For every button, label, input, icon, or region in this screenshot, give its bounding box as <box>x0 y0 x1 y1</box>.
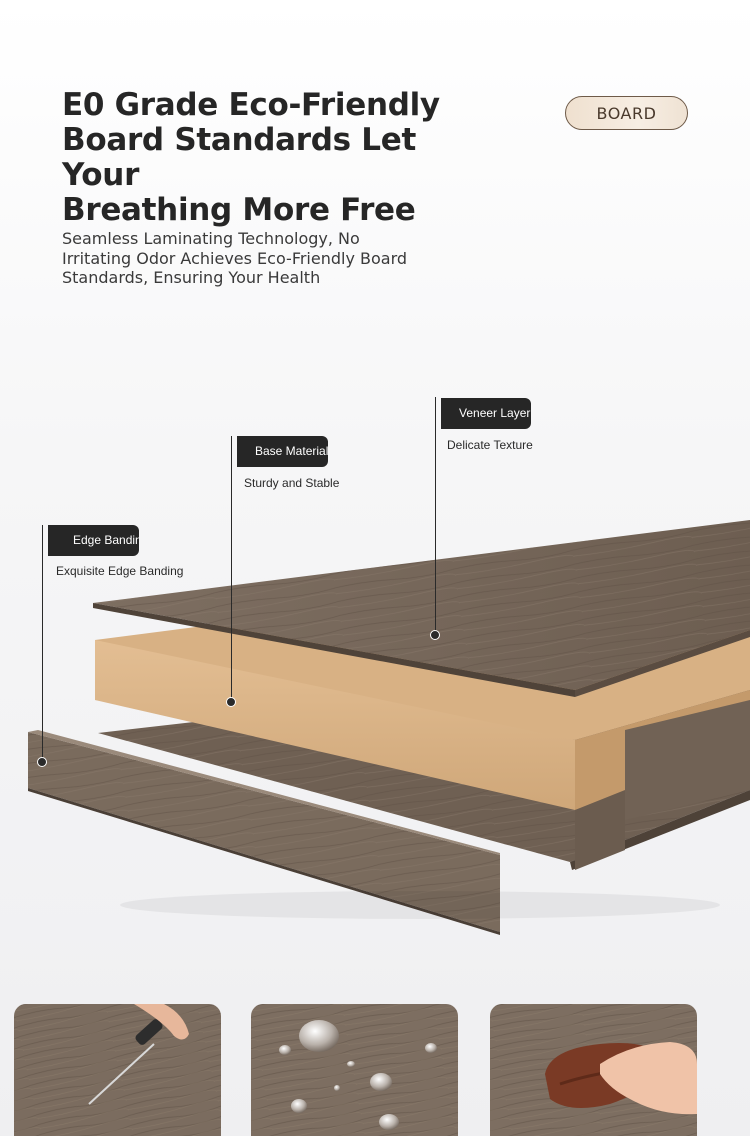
headline-line: Breathing More Free <box>62 192 416 228</box>
scratch-resistant-tile <box>14 1004 221 1136</box>
scratch-resistant-icon <box>14 1004 221 1136</box>
edge-banding-label: Edge Bandin <box>48 525 139 556</box>
easy-clean-tile <box>490 1004 697 1136</box>
exploded-board-illustration <box>28 520 750 935</box>
headline-line: Board Standards Let Your <box>62 122 416 193</box>
veneer-layer-label: Veneer Layer <box>441 398 531 429</box>
board-badge: BOARD <box>565 96 688 130</box>
edge-callout-dot <box>37 757 47 767</box>
base-callout-line <box>231 436 232 702</box>
veneer-callout-dot <box>430 630 440 640</box>
easy-clean-cloth-icon <box>490 1004 697 1136</box>
core-front-shape <box>95 640 575 810</box>
headline: E0 Grade Eco-Friendly Board Standards Le… <box>62 88 502 228</box>
subtitle-line: Standards, Ensuring Your Health <box>62 268 321 287</box>
headline-line: E0 Grade Eco-Friendly <box>62 87 440 123</box>
base-material-note: Sturdy and Stable <box>244 476 340 490</box>
veneer-callout-line <box>435 397 436 635</box>
edge-banding-note: Exquisite Edge Banding <box>56 564 184 578</box>
subtitle-line: Irritating Odor Achieves Eco-Friendly Bo… <box>62 248 408 268</box>
waterproof-tile <box>251 1004 458 1136</box>
edge-callout-line <box>42 525 43 762</box>
base-callout-dot <box>226 697 236 707</box>
subtitle: Seamless Laminating Technology, No Irrit… <box>62 229 452 288</box>
veneer-layer-note: Delicate Texture <box>447 438 533 452</box>
subtitle-line: Seamless Laminating Technology, No <box>62 229 360 248</box>
base-material-label: Base Material <box>237 436 328 467</box>
waterproof-droplets-icon <box>251 1004 458 1136</box>
